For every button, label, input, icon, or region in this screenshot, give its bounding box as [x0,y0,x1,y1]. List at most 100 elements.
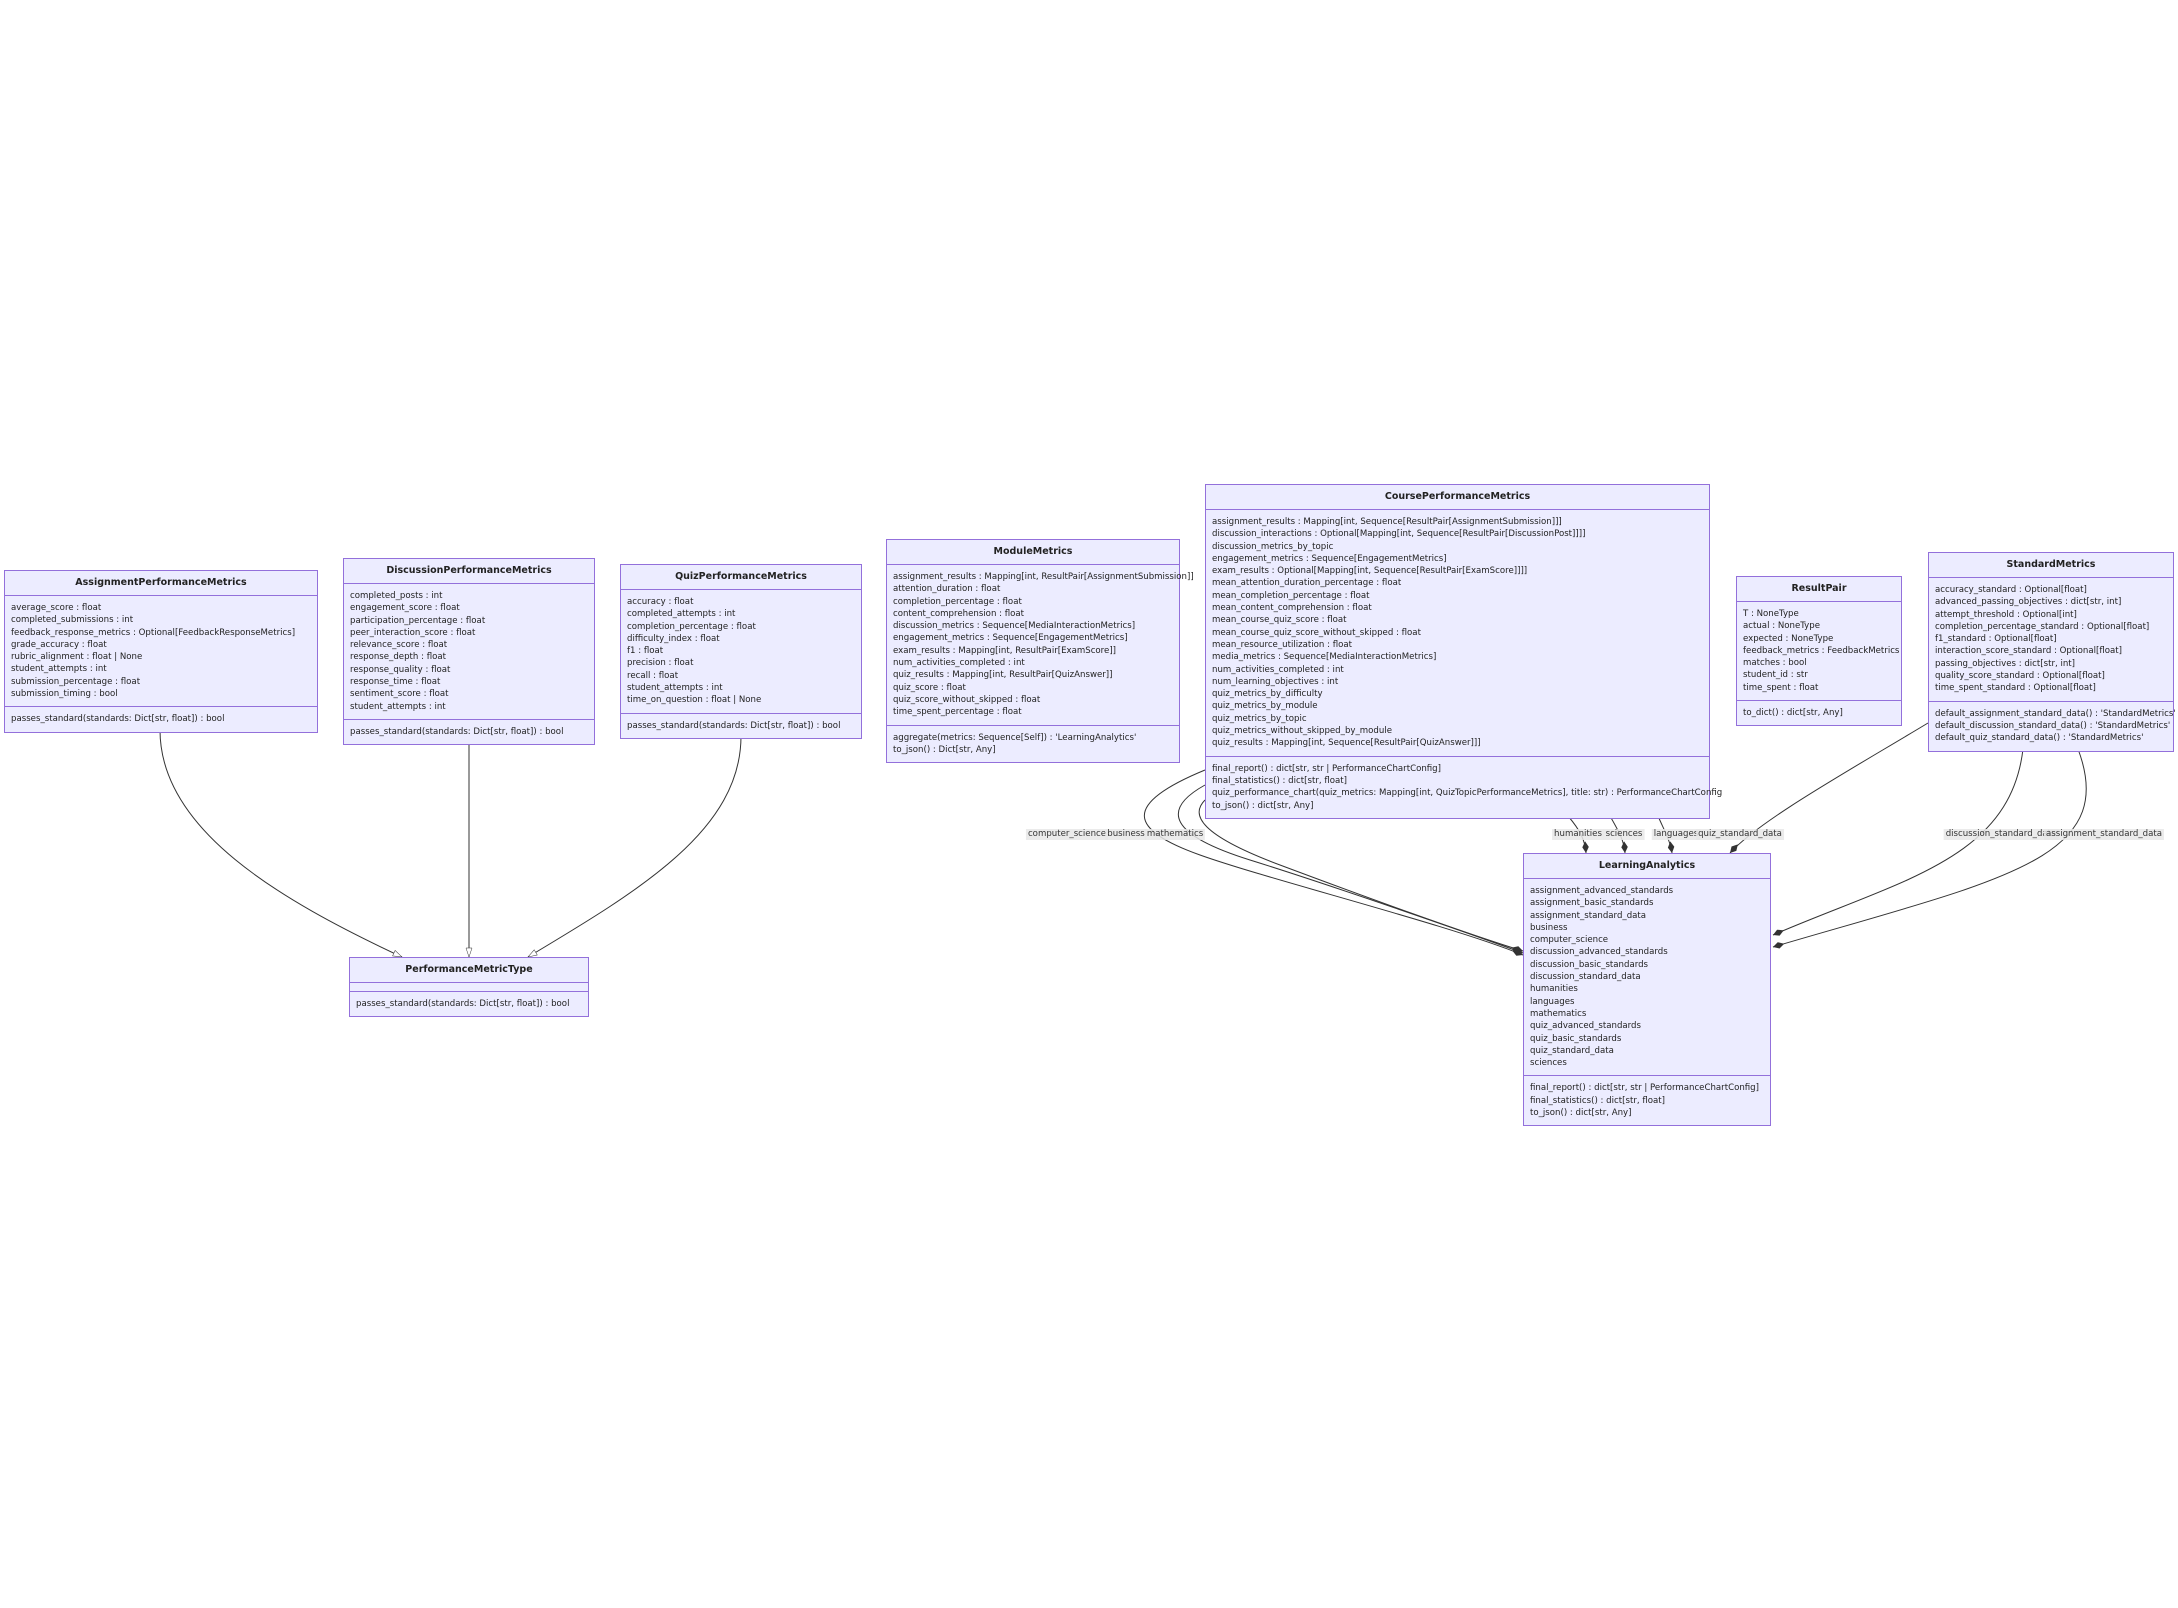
class-name: CoursePerformanceMetrics [1206,485,1709,510]
class-discussion-performance-metrics: DiscussionPerformanceMetrics completed_p… [343,558,595,746]
attribute-row: discussion_metrics : Sequence[MediaInter… [893,621,1136,632]
class-module-metrics: ModuleMetrics assignment_results : Mappi… [886,539,1194,764]
methods: passes_standard(standards: Dict[str, flo… [350,992,588,1016]
attribute-row: actual : NoneType [1743,621,1820,632]
attribute-row: attempt_threshold : Optional[int] [1935,609,2077,620]
attribute-row: completion_percentage : float [627,621,756,632]
attribute-row: media_metrics : Sequence[MediaInteractio… [1212,652,1437,663]
attribute-row: quiz_results : Mapping[int, Sequence[Res… [1212,738,1481,749]
attribute-row: discussion_standard_data [1530,972,1641,983]
class-performance-metric-type: PerformanceMetricType passes_standard(st… [349,957,589,1018]
attributes [350,983,588,992]
attribute-row: quiz_metrics_by_topic [1212,713,1307,724]
method-row: default_assignment_standard_data() : 'St… [1935,708,2176,719]
edge-discussion-standard-data [1772,748,2024,936]
attribute-row: discussion_advanced_standards [1530,947,1668,958]
attribute-row: time_on_question : float | None [627,695,762,706]
attribute-row: quality_score_standard : Optional[float] [1935,671,2105,682]
attribute-row: accuracy_standard : Optional[float] [1935,585,2087,595]
attribute-row: peer_interaction_score : float [350,627,476,638]
attribute-row: engagement_metrics : Sequence[Engagement… [1212,553,1447,564]
attribute-row: assignment_basic_standards [1530,898,1654,909]
attribute-row: assignment_results : Mapping[int, Result… [893,572,1194,582]
attribute-row: sentiment_score : float [350,689,449,700]
edge-computer-science [1143,769,1524,956]
attribute-row: attention_duration : float [893,584,1001,595]
method-row: to_dict() : dict[str, Any] [1743,708,1843,719]
methods: aggregate(metrics: Sequence[Self]) : 'Le… [887,726,1179,763]
class-name: AssignmentPerformanceMetrics [5,571,317,596]
class-name: ModuleMetrics [887,540,1179,565]
method-row: passes_standard(standards: Dict[str, flo… [11,714,225,725]
attribute-row: business [1530,922,1568,933]
method-row: aggregate(metrics: Sequence[Self]) : 'Le… [893,732,1137,743]
attribute-row: time_spent_standard : Optional[float] [1935,683,2096,694]
attribute-row: completion_percentage_standard : Optiona… [1935,621,2150,632]
edge-assignment-inherits [159,729,403,958]
attribute-row: grade_accuracy : float [11,639,107,650]
methods: to_dict() : dict[str, Any] [1737,701,1901,725]
attribute-row: feedback_metrics : FeedbackMetrics [1743,645,1900,656]
methods: passes_standard(standards: Dict[str, flo… [344,720,594,744]
attribute-row: student_id : str [1743,670,1808,681]
attribute-row: quiz_advanced_standards [1530,1021,1641,1032]
attribute-row: engagement_score : float [350,603,460,614]
edge-label-sciences: sciences [1603,829,1645,840]
attribute-row: num_learning_objectives : int [1212,676,1339,687]
class-learning-analytics: LearningAnalytics assignment_advanced_st… [1523,853,1771,1127]
method-row: to_json() : dict[str, Any] [1212,800,1314,811]
attributes: assignment_results : Mapping[int, Result… [887,565,1194,726]
attribute-row: content_comprehension : float [893,608,1025,619]
attribute-row: num_activities_completed : int [893,658,1025,669]
attribute-row: completion_percentage : float [893,596,1022,607]
attributes: accuracy_standard : Optional[float]advan… [1929,578,2173,702]
class-assignment-performance-metrics: AssignmentPerformanceMetrics average_sco… [4,570,318,733]
attribute-row: passing_objectives : dict[str, int] [1935,658,2076,669]
attribute-row: assignment_standard_data [1530,910,1647,921]
edge-label-discussion-standard-data: discussion_standard_data [1943,829,2059,840]
class-name: PerformanceMetricType [350,958,588,983]
attribute-row: student_attempts : int [11,664,107,675]
method-row: passes_standard(standards: Dict[str, flo… [350,726,564,737]
attribute-row: response_depth : float [350,652,447,663]
methods: default_assignment_standard_data() : 'St… [1929,702,2176,751]
attribute-row: completed_attempts : int [627,609,736,620]
edge-label-quiz-standard-data: quiz_standard_data [1696,829,1784,840]
attributes: assignment_results : Mapping[int, Sequen… [1206,510,1709,757]
edge-quiz-inherits [527,735,742,958]
edge-label-business: business [1105,829,1147,840]
method-row: to_json() : Dict[str, Any] [893,744,996,755]
attribute-row: mean_course_quiz_score_without_skipped :… [1212,627,1421,638]
attribute-row: exam_results : Mapping[int, ResultPair[E… [893,645,1117,656]
method-row: passes_standard(standards: Dict[str, flo… [356,999,570,1009]
attribute-row: assignment_advanced_standards [1530,886,1674,896]
attribute-row: mean_course_quiz_score : float [1212,615,1347,626]
method-row: quiz_performance_chart(quiz_metrics: Map… [1212,788,1723,799]
methods: final_report() : dict[str, str | Perform… [1206,757,1723,818]
class-standard-metrics: StandardMetrics accuracy_standard : Opti… [1928,552,2176,752]
attribute-row: languages [1530,996,1575,1007]
attribute-row: student_attempts : int [350,701,446,712]
attribute-row: interaction_score_standard : Optional[fl… [1935,646,2122,657]
edge-label-computer-science: computer_science [1025,829,1109,840]
attribute-row: time_spent_percentage : float [893,707,1022,718]
edge-assignment-standard-data [1772,748,2087,949]
edge-label-mathematics: mathematics [1144,829,1206,840]
attribute-row: assignment_results : Mapping[int, Sequen… [1212,517,1562,527]
attribute-row: feedback_response_metrics : Optional[Fee… [11,627,296,638]
attribute-row: quiz_results : Mapping[int, ResultPair[Q… [893,670,1113,681]
attributes: assignment_advanced_standards assignment_… [1524,879,1770,1077]
attribute-row: quiz_metrics_without_skipped_by_module [1212,726,1392,737]
attribute-row: mean_attention_duration_percentage : flo… [1212,578,1402,589]
attribute-row: f1 : float [627,646,664,657]
attribute-row: exam_results : Optional[Mapping[int, Seq… [1212,566,1528,577]
method-row: final_statistics() : dict[str, float] [1212,775,1347,786]
attribute-row: sciences [1530,1058,1567,1069]
attribute-row: response_time : float [350,677,441,688]
attribute-row: difficulty_index : float [627,633,720,644]
